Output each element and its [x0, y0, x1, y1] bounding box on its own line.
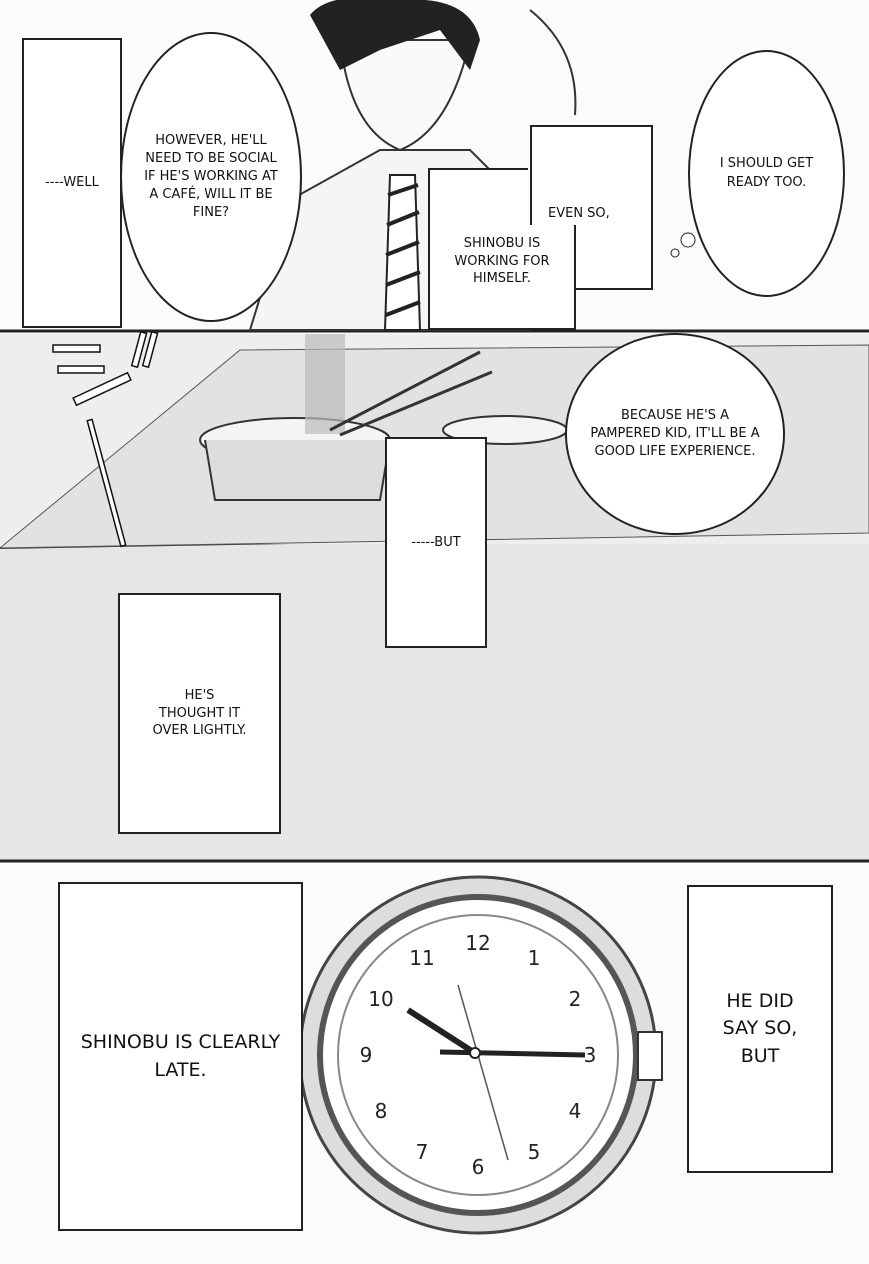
thought-bubble: I SHOULD GET READY TOO. [688, 50, 845, 297]
chopstick [339, 370, 493, 437]
narration-box: ----WELL [22, 38, 122, 328]
narration-text: -----BUT [411, 534, 461, 550]
water-stream [305, 334, 345, 434]
clock-number: 4 [569, 1099, 582, 1123]
bubble-text: HOWEVER, HE'LL NEED TO BE SOCIAL IF HE'S… [144, 132, 278, 221]
thought-dot [670, 248, 680, 258]
clock-number: 1 [528, 946, 541, 970]
bowl-body [204, 439, 391, 501]
thought-dot [680, 232, 696, 248]
narration-box: -----BUT [385, 437, 487, 648]
clock-number: 2 [569, 987, 582, 1011]
clock-number: 11 [409, 946, 434, 970]
narration-text: HE DID SAY SO, BUT [722, 989, 798, 1067]
chopstick [329, 350, 481, 432]
narration-text: EVEN SO, [548, 206, 610, 221]
hour-hand [406, 1007, 480, 1058]
narration-box: SHINOBU IS CLEARLY LATE. [58, 882, 303, 1231]
clock-number: 7 [416, 1140, 429, 1164]
narration-box: HE DID SAY SO, BUT [687, 885, 833, 1173]
narration-box: HE'S THOUGHT IT OVER LIGHTLY. [118, 593, 281, 834]
bubble-text: I SHOULD GET READY TOO. [719, 156, 814, 190]
clock-number: 5 [528, 1140, 541, 1164]
clock-number: 8 [375, 1099, 388, 1123]
clock-number: 6 [472, 1155, 485, 1179]
clock-number: 10 [368, 987, 393, 1011]
speech-bubble: BECAUSE HE'S A PAMPERED KID, IT'LL BE A … [565, 333, 785, 535]
clock-number: 3 [584, 1043, 597, 1067]
second-hand [457, 984, 509, 1161]
bubble-text: BECAUSE HE'S A PAMPERED KID, IT'LL BE A … [590, 407, 760, 460]
clock-number: 12 [465, 931, 490, 955]
minute-hand [439, 1049, 586, 1058]
clock-number: 9 [360, 1043, 373, 1067]
speech-bubble: HOWEVER, HE'LL NEED TO BE SOCIAL IF HE'S… [120, 32, 302, 322]
narration-text: SHINOBU IS CLEARLY LATE. [80, 1030, 281, 1081]
motion-line [529, 9, 577, 116]
narration-text: ----WELL [45, 175, 99, 191]
narration-text: SHINOBU IS WORKING FOR HIMSELF. [454, 236, 550, 287]
sfx-niya [52, 330, 159, 548]
narration-text: HE'S THOUGHT IT OVER LIGHTLY. [152, 688, 247, 739]
